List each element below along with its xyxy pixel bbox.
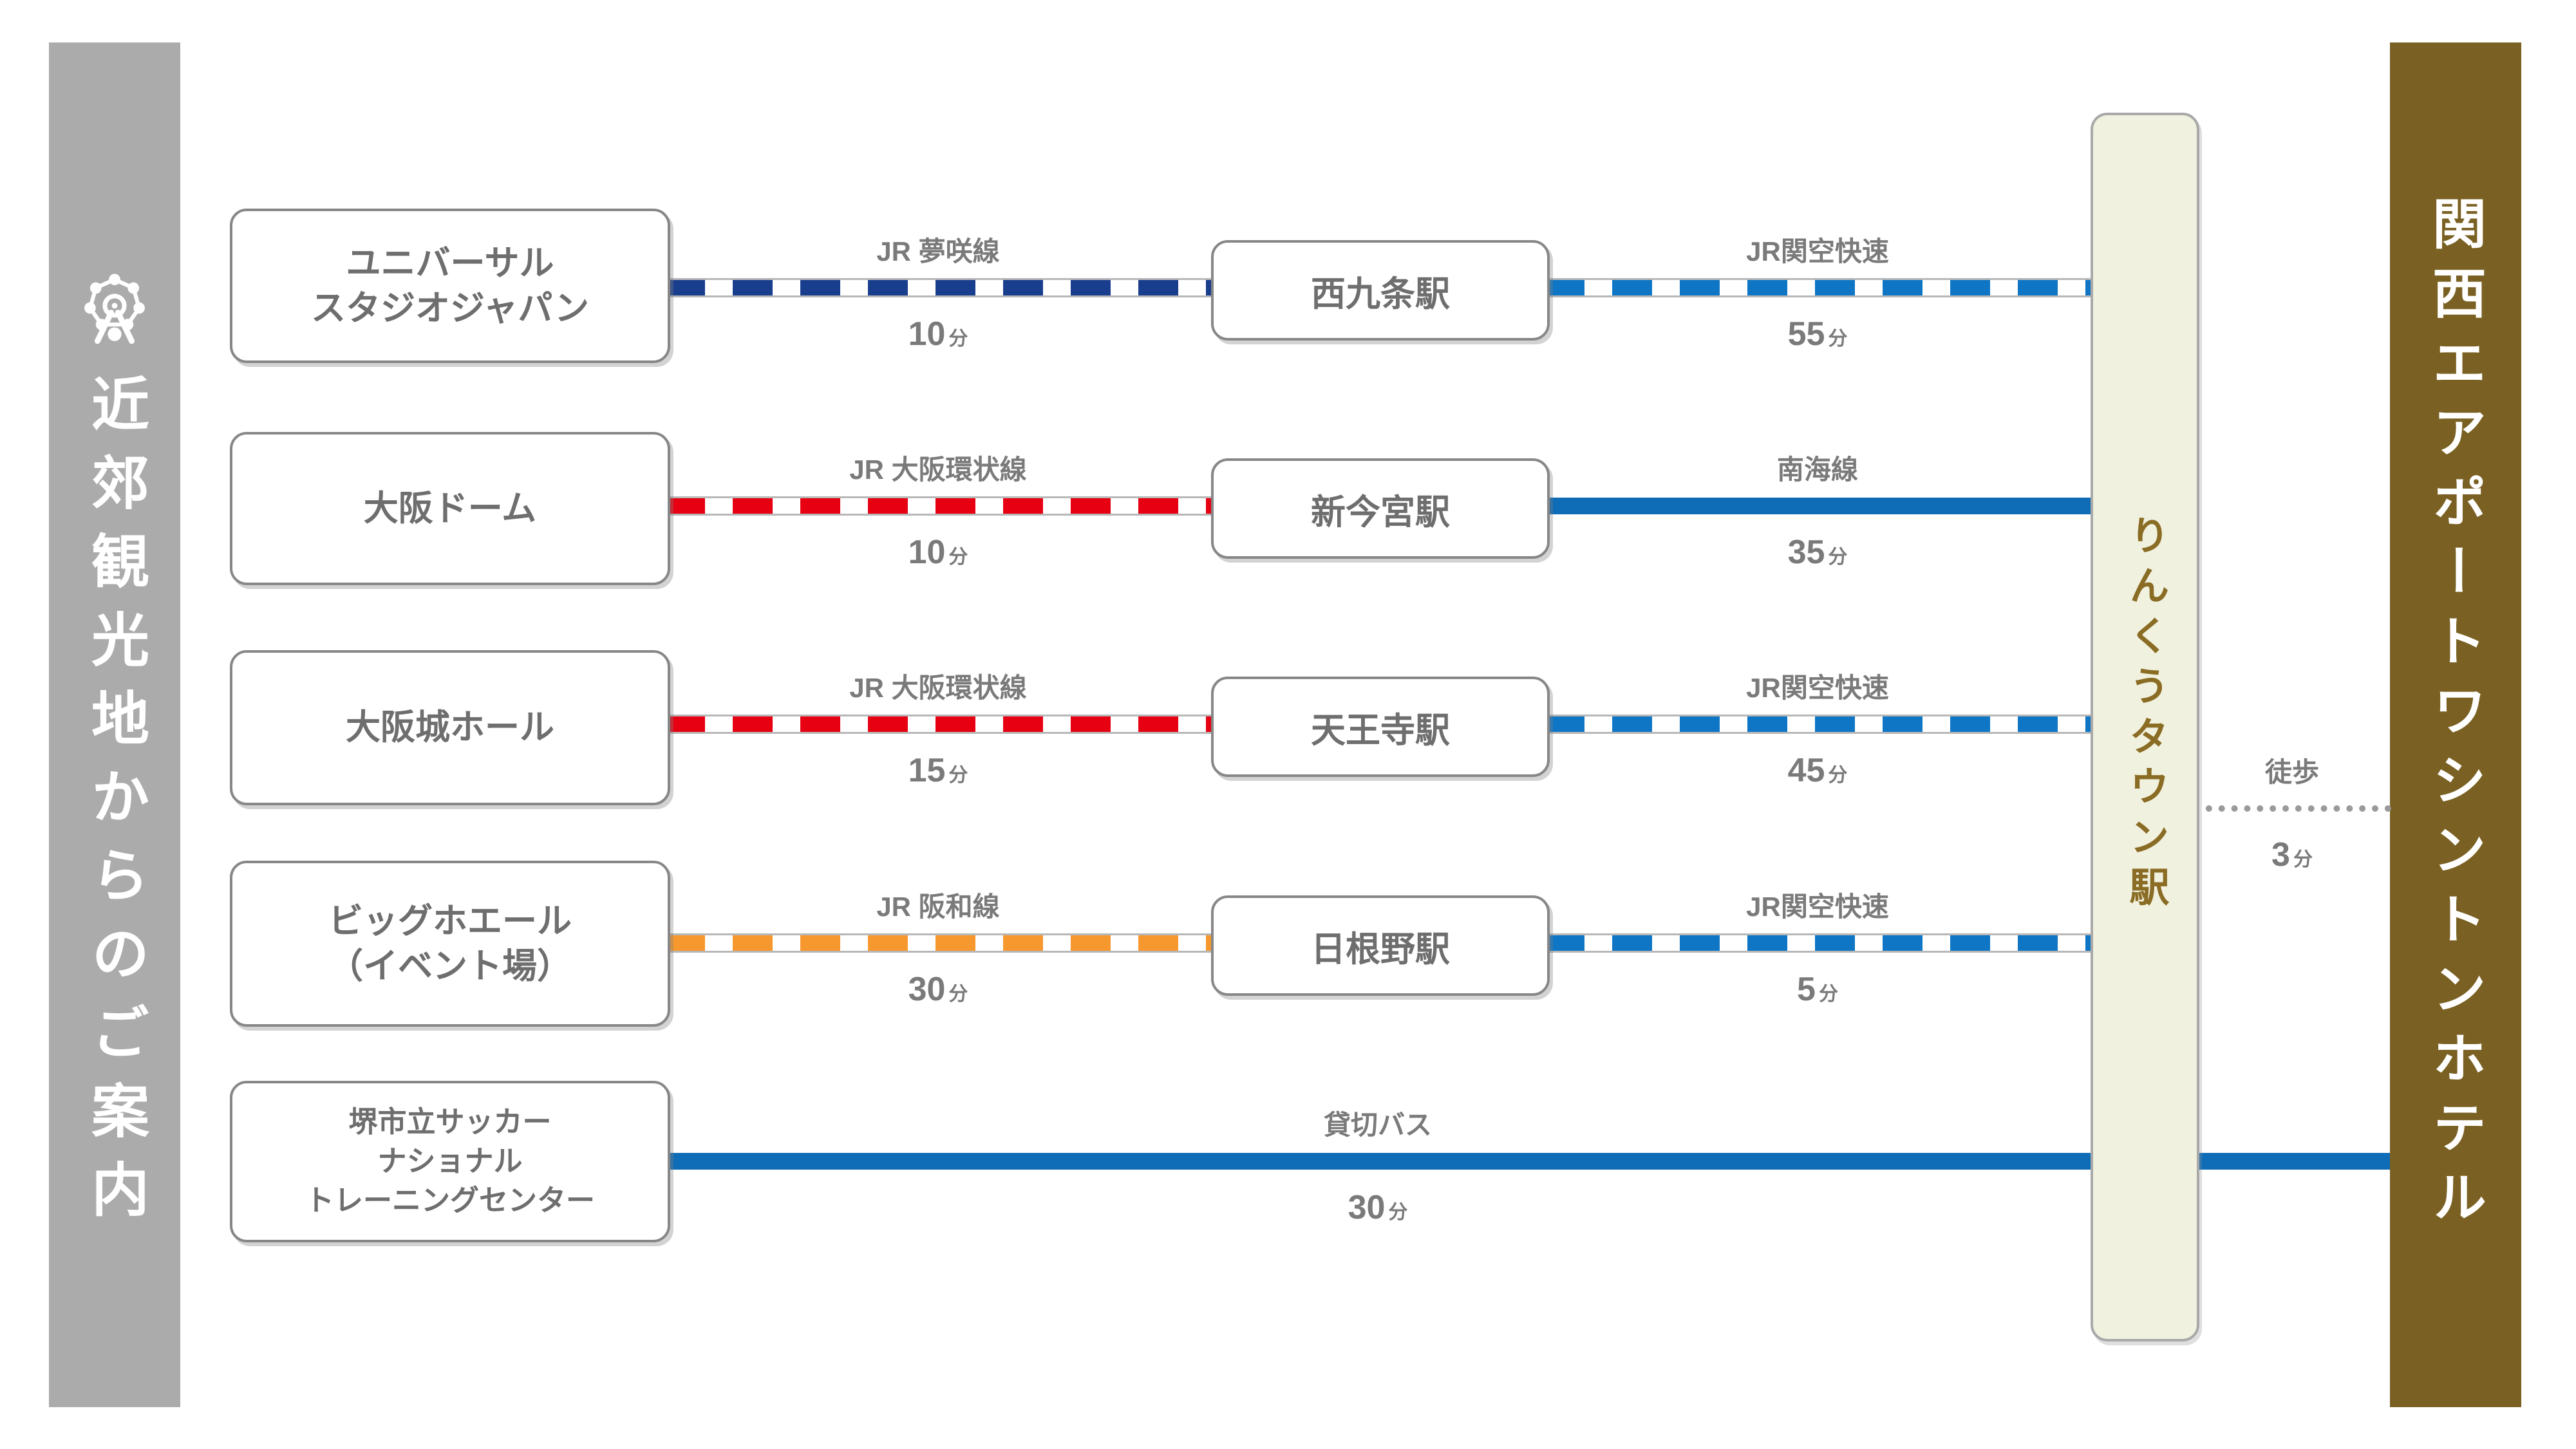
origin-box-universal-studio-japan: ユニバーサル スタジオジャパン (230, 209, 670, 363)
line-name: JR 大阪環状線 (849, 673, 1027, 703)
left-banner-title: 近郊観光地からのご案内 (82, 374, 147, 1238)
rail-line-nankai (1545, 498, 2091, 514)
rail-line-hanwa (665, 933, 1211, 953)
station-label: 西九条駅 (1311, 274, 1450, 313)
rail-line-osaka-loop-1 (665, 496, 1211, 516)
origin-box-big-whale: ビッグホエール （イベント場） (230, 861, 670, 1027)
left-banner: 近郊観光地からのご案内 (49, 42, 180, 1407)
walk-label: 徒歩 (2264, 757, 2319, 787)
origin-box-osakajo-hall: 大阪城ホール (230, 650, 670, 805)
line-name: JR関空快速 (1746, 236, 1889, 266)
station-label: 天王寺駅 (1311, 711, 1450, 750)
hub-station-label: りんくうタウン駅 (2123, 514, 2168, 916)
station-label: 新今宮駅 (1311, 492, 1450, 532)
line-name: JR関空快速 (1746, 892, 1889, 922)
line-name: 貸切バス (1323, 1110, 1432, 1140)
origin-box-sakai-training-center: 堺市立サッカー ナショナル トレーニングセンター (230, 1081, 670, 1242)
station-box-tennoji: 天王寺駅 (1211, 677, 1550, 777)
rail-line-kanku-rapid-3 (1545, 933, 2091, 953)
rail-line-kanku-rapid-1 (1545, 278, 2091, 297)
line-name: JR 大阪環状線 (849, 454, 1027, 485)
origin-label: 大阪城ホール (346, 708, 554, 747)
line-name: JR 阪和線 (876, 892, 1000, 922)
origin-label: ユニバーサル スタジオジャパン (311, 243, 589, 328)
origin-label: 大阪ドーム (363, 489, 537, 528)
line-name: 南海線 (1776, 454, 1858, 485)
rail-line-kanku-rapid-2 (1545, 715, 2091, 734)
station-box-nishikujo: 西九条駅 (1211, 240, 1550, 341)
station-label: 日根野駅 (1311, 930, 1450, 969)
hotel-banner-title: 関西エアポートワシントンホテル (2425, 196, 2486, 1239)
origin-label: ビッグホエール （イベント場） (328, 901, 572, 986)
origin-label: 堺市立サッカー ナショナル トレーニングセンター (305, 1105, 595, 1217)
line-name: JR 夢咲線 (876, 236, 1000, 266)
ferris-wheel-icon (84, 274, 145, 344)
walk-dotted-line (2193, 805, 2391, 812)
station-box-hineno: 日根野駅 (1211, 895, 1550, 996)
rail-line-yumesaki (665, 278, 1211, 297)
hub-station-rinku-town: りんくうタウン駅 (2091, 113, 2199, 1341)
rail-line-osaka-loop-2 (665, 715, 1211, 734)
line-name: JR関空快速 (1746, 673, 1889, 703)
station-box-shin-imamiya: 新今宮駅 (1211, 458, 1550, 559)
origin-box-osaka-dome: 大阪ドーム (230, 432, 670, 585)
hotel-banner: 関西エアポートワシントンホテル (2390, 42, 2521, 1407)
